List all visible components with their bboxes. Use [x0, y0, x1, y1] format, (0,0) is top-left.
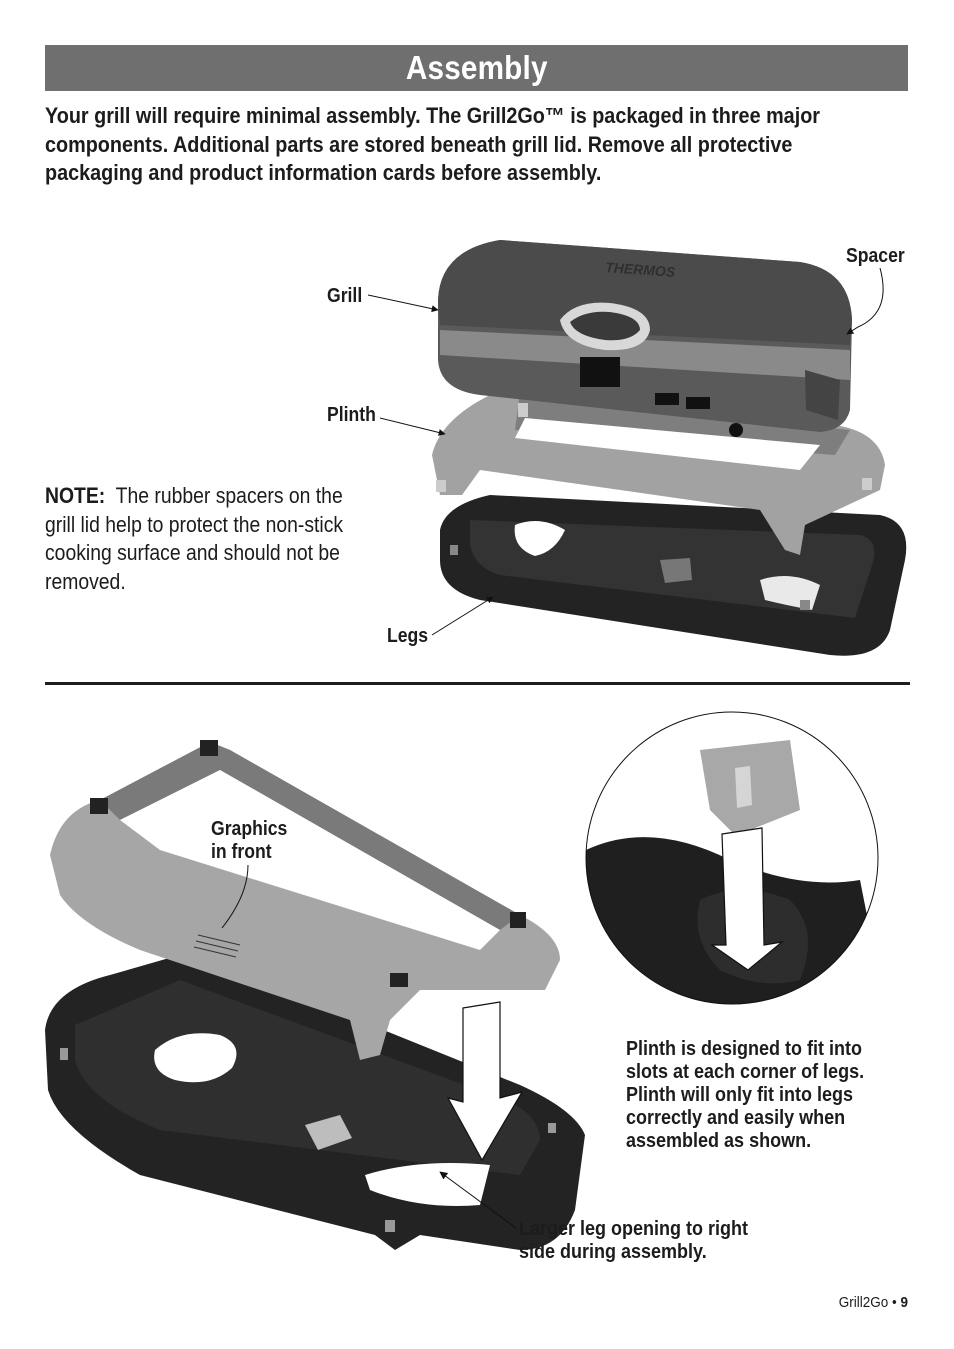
graphics-label: Graphics in front	[211, 818, 287, 864]
note-label: NOTE:	[45, 483, 106, 508]
intro-paragraph: Your grill will require minimal assembly…	[45, 103, 820, 185]
insert-down-arrow	[446, 1001, 524, 1162]
note-text: The rubber spacers on the grill lid help…	[45, 483, 344, 594]
plinth-assembly-illustration	[45, 711, 879, 1250]
spacer-label: Spacer	[846, 245, 905, 267]
graphics-label-line1: Graphics	[211, 818, 288, 840]
exploded-grill-illustration: THERMOS	[367, 240, 907, 656]
legs-label: Legs	[387, 625, 429, 647]
legs-base	[45, 952, 585, 1250]
plinth-label: Plinth	[327, 404, 376, 426]
detail-circle	[585, 711, 879, 1005]
plinth-part	[432, 392, 885, 555]
footer-separator: •	[891, 1294, 897, 1311]
page-title: Assembly	[405, 49, 548, 86]
page-number: 9	[900, 1294, 908, 1311]
page-footer: Grill2Go • 9	[839, 1294, 908, 1311]
plinth-frame	[50, 740, 560, 1060]
thermos-logo: THERMOS	[605, 259, 677, 280]
section-banner: Assembly	[45, 45, 908, 91]
graphics-label-line2: in front	[211, 841, 272, 863]
section-divider	[45, 682, 910, 685]
note-paragraph: NOTE: The rubber spacers on the grill li…	[45, 482, 357, 596]
grill-part: THERMOS	[438, 240, 852, 437]
leg-opening-callout: Larger leg opening to right side during …	[519, 1218, 749, 1263]
legs-part	[440, 495, 907, 656]
plinth-fit-callout: Plinth is designed to fit into slots at …	[626, 1038, 865, 1152]
footer-product: Grill2Go	[838, 1294, 889, 1311]
grill-label: Grill	[327, 285, 363, 307]
